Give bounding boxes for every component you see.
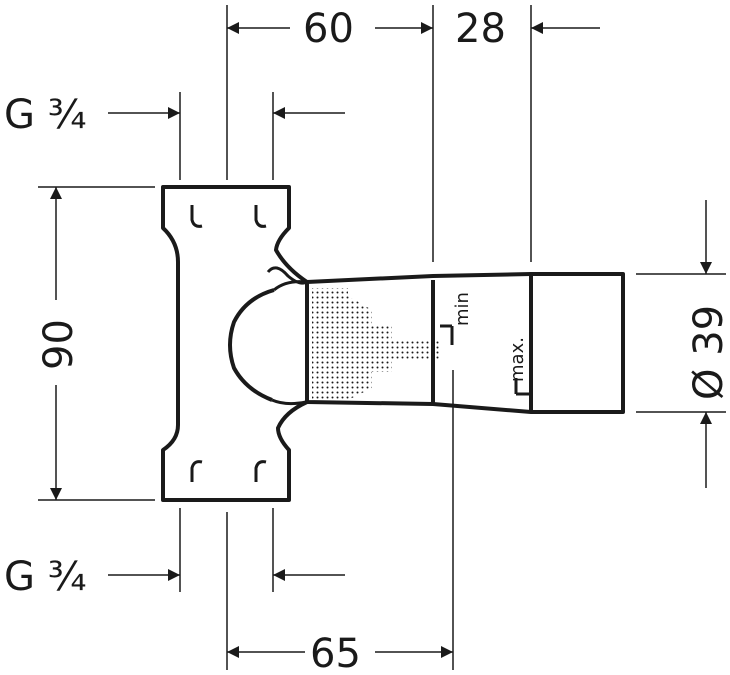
dimension-65: 65 <box>310 631 361 675</box>
dimension-28: 28 <box>455 6 506 52</box>
adjust-marks <box>440 324 530 396</box>
cartridge-dotted <box>312 288 440 400</box>
thread-marks-bottom <box>190 460 267 482</box>
dimension-arrows <box>50 22 712 658</box>
thread-top-label: G ¾ <box>4 92 86 138</box>
min-label: min <box>452 292 473 326</box>
extension-lines <box>38 5 726 670</box>
valve-body <box>161 185 309 502</box>
thread-bottom-label: G ¾ <box>4 554 86 600</box>
dimension-diameter-39: Ø 39 <box>686 305 730 400</box>
dimension-60: 60 <box>303 6 354 52</box>
max-label: max. <box>507 337 528 382</box>
dimension-90: 90 <box>36 319 82 370</box>
thread-marks-top <box>190 205 267 228</box>
